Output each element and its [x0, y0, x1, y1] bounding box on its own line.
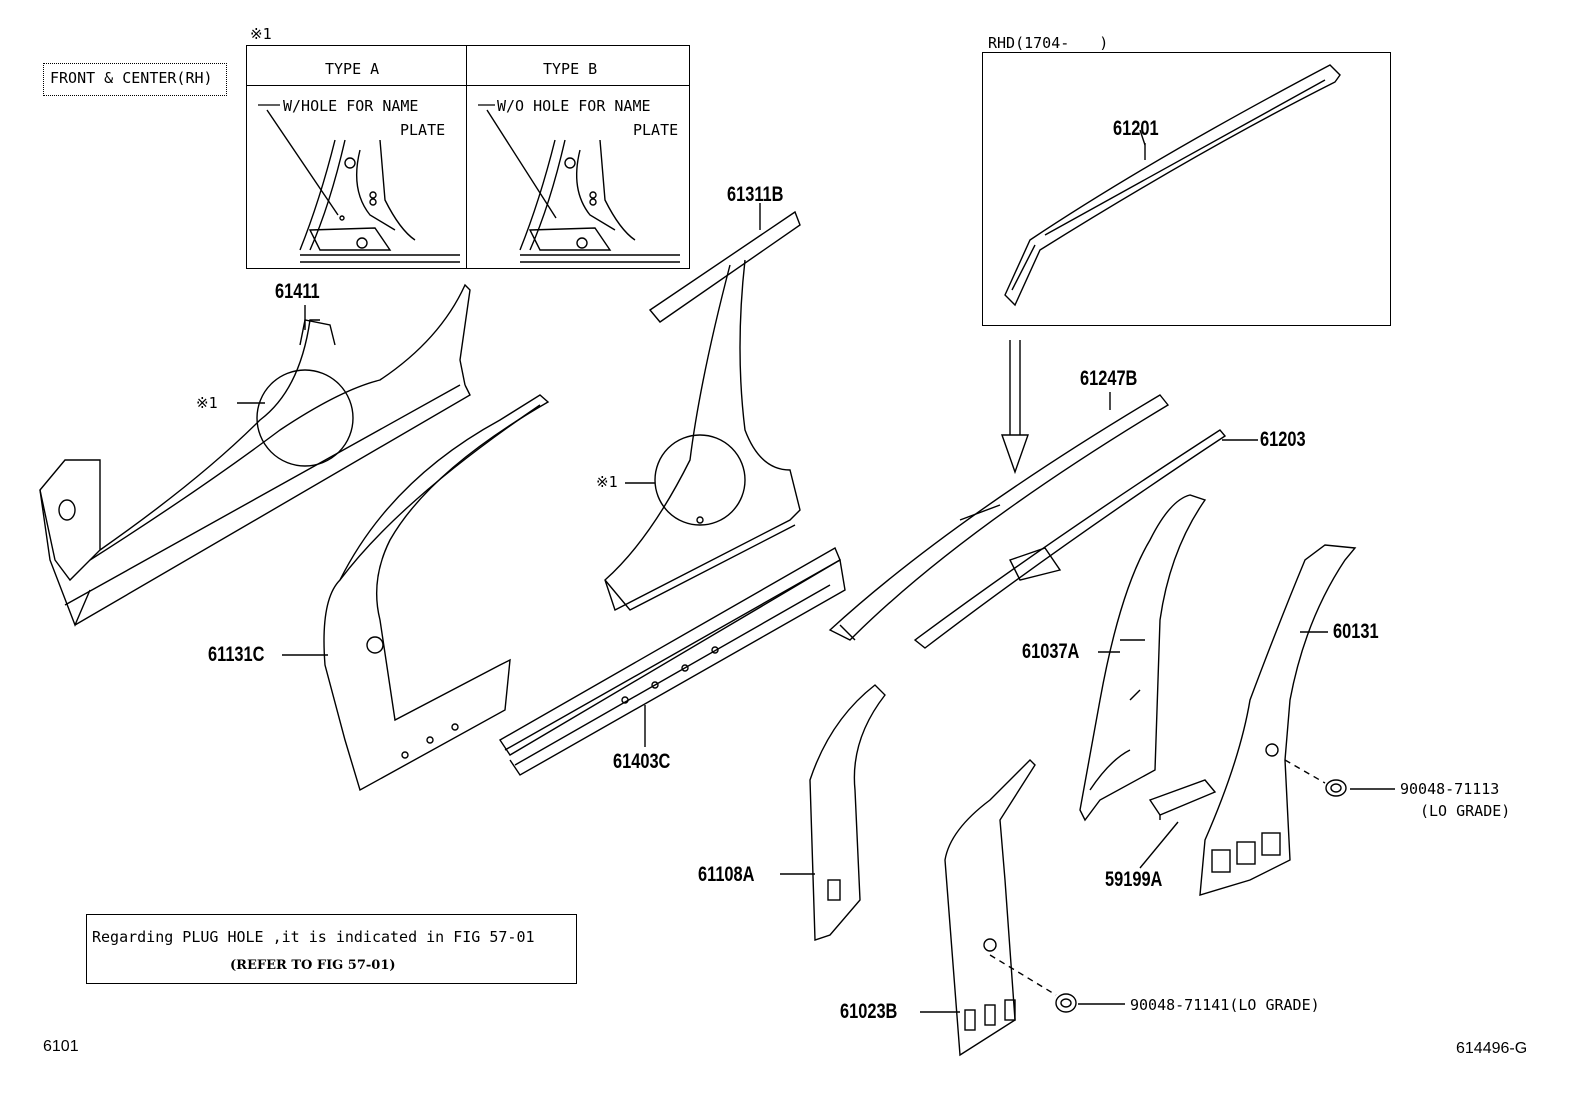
detail-marker-left: ※1	[196, 394, 218, 412]
info-line-1: Regarding PLUG HOLE ,it is indicated in …	[92, 928, 535, 946]
part-label-60131[interactable]: 60131	[1333, 620, 1379, 643]
part-label-61411[interactable]: 61411	[275, 280, 320, 303]
part-label-61037A[interactable]: 61037A	[1022, 640, 1080, 663]
asterisk-table-label: ※1	[250, 25, 272, 43]
type-a-note-line1: W/HOLE FOR NAME	[283, 97, 419, 115]
part-label-61203[interactable]: 61203	[1260, 428, 1306, 451]
part-61037A-drawing	[1079, 494, 1207, 822]
part-note-lo-grade-71113: (LO GRADE)	[1420, 802, 1511, 820]
type-a-note-line2: PLATE	[400, 121, 446, 139]
part-label-61023B[interactable]: 61023B	[840, 1000, 898, 1023]
part-60131-drawing	[1199, 544, 1357, 896]
part-61247B-drawing	[828, 394, 1170, 641]
part-61411-drawing	[39, 283, 471, 627]
part-label-61247B[interactable]: 61247B	[1080, 367, 1138, 390]
part-label-59199A[interactable]: 59199A	[1105, 868, 1163, 891]
type-b-title: TYPE B	[543, 60, 598, 78]
type-b-note-line2: PLATE	[633, 121, 679, 139]
part-61108A-drawing	[780, 684, 886, 941]
rhd-box-title: RHD(1704- )	[988, 34, 1109, 52]
section-label: FRONT & CENTER(RH)	[43, 63, 227, 96]
type-a-detail-drawing	[266, 109, 460, 263]
part-label-61201[interactable]: 61201	[1113, 117, 1159, 140]
type-b-note-line1: W/O HOLE FOR NAME	[497, 97, 651, 115]
part-label-90048-71113[interactable]: 90048-71113	[1400, 780, 1500, 798]
plug-hole-info-box	[86, 914, 577, 984]
detail-marker-mid: ※1	[596, 473, 618, 491]
type-a-title: TYPE A	[325, 60, 380, 78]
part-61203-drawing	[913, 429, 1227, 649]
rhd-box	[982, 52, 1391, 326]
figure-number: 6101	[43, 1038, 79, 1055]
part-label-61108A[interactable]: 61108A	[698, 863, 755, 886]
drawing-id: 614496-G	[1456, 1040, 1528, 1057]
part-61403C-drawing	[499, 546, 846, 776]
down-arrow	[1001, 340, 1029, 475]
part-61311B-drawing	[604, 210, 801, 611]
part-59199A-drawing	[1139, 779, 1217, 869]
part-61201-drawing	[1004, 64, 1341, 307]
part-label-90048-71141[interactable]: 90048-71141(LO GRADE)	[1130, 996, 1320, 1014]
part-61131C-drawing	[323, 394, 550, 792]
type-comparison-table	[246, 45, 690, 269]
info-line-2: (REFER TO FIG 57-01)	[230, 958, 396, 973]
part-label-61403C[interactable]: 61403C	[613, 750, 671, 773]
part-label-61131C[interactable]: 61131C	[208, 643, 265, 666]
part-61023B-drawing	[920, 759, 1036, 1057]
type-b-detail-drawing	[486, 109, 680, 263]
plug-90048-71141-drawing	[989, 954, 1125, 1013]
part-label-61311B[interactable]: 61311B	[727, 183, 784, 206]
plug-90048-71113-drawing	[1284, 759, 1395, 797]
